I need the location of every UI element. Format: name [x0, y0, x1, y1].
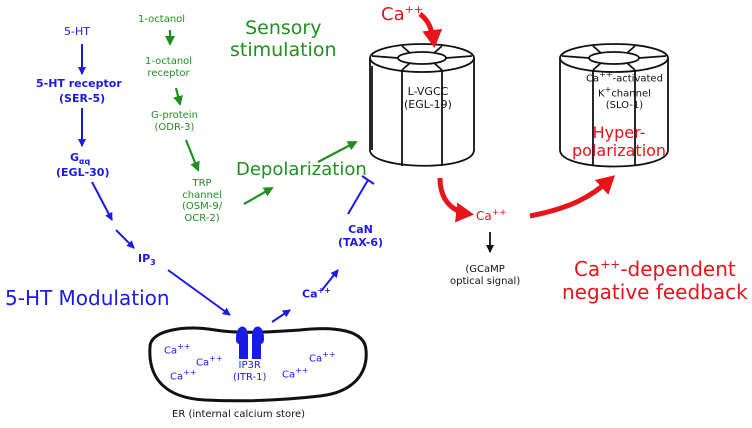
gprotein-label: G-protein(ODR-3) — [151, 110, 198, 133]
ip3-receptor-icon — [236, 326, 264, 359]
er-membrane — [148, 326, 368, 403]
galpha-label: Gαq — [70, 151, 91, 167]
calcineurin-label: CaN(TAX-6) — [338, 223, 384, 249]
serotonin-modulation-title: 5-HT Modulation — [5, 286, 170, 310]
slo1-channel-icon — [559, 43, 669, 168]
er-calcium-3: Ca++ — [170, 368, 197, 383]
serotonin-arrows — [78, 44, 339, 323]
can-inhibition-line — [347, 175, 375, 215]
negative-feedback-title: Ca++-dependent negative feedback — [562, 257, 748, 304]
lvgcc-channel-icon — [369, 43, 475, 167]
serotonin-label: 5-HT — [64, 25, 90, 38]
hyperpolarization-label: Hyper-polarization — [572, 123, 667, 161]
er-calcium-1: Ca++ — [164, 342, 191, 357]
ip3-label: IP3 — [138, 252, 156, 268]
ip3r-label: IP3R(ITR-1) — [233, 360, 267, 383]
sensory-arrows — [165, 30, 358, 205]
depolarization-label: Depolarization — [236, 159, 367, 180]
calcium-arrows — [418, 12, 615, 223]
er-label: ER (internal calcium store) — [172, 409, 306, 420]
calcium-influx-label: Ca++ — [381, 3, 424, 25]
serotonin-receptor-label: 5-HT receptor — [36, 77, 122, 90]
er-calcium-4: Ca++ — [309, 350, 336, 365]
slo1-label: Ca++-activated K+channel (SLO-1) — [586, 70, 663, 111]
octanol-label: 1-octanol — [138, 14, 186, 25]
ser5-label: (SER-5) — [59, 92, 106, 105]
er-calcium-5: Ca++ — [282, 366, 309, 381]
calcium-release-label: Ca++ — [302, 286, 331, 301]
er-calcium-2: Ca++ — [196, 354, 223, 369]
egl30-label: (EGL-30) — [56, 166, 110, 179]
lvgcc-label: L-VGCC(EGL-19) — [404, 85, 452, 111]
calcium-intracellular-label: Ca++ — [476, 208, 507, 223]
